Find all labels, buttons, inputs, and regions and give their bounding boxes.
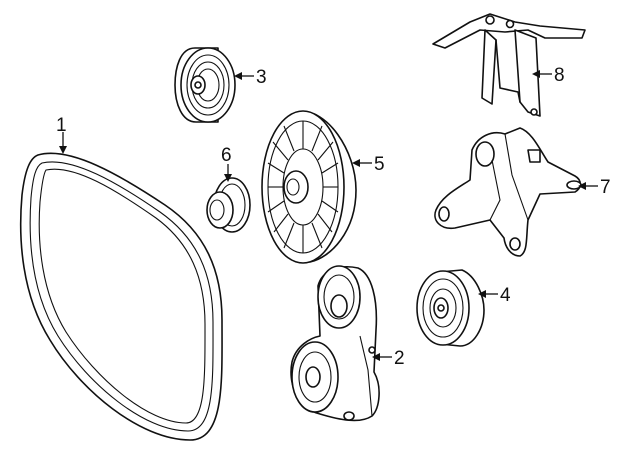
tensioner-bracket[interactable]: [434, 127, 582, 257]
idler-pulley-ribbed[interactable]: [416, 269, 485, 347]
pulley-cap[interactable]: [206, 177, 251, 233]
idler-pulley-small[interactable]: [174, 47, 236, 123]
callout-2: 2: [394, 348, 405, 369]
callout-8: 8: [554, 65, 565, 86]
callout-1: 1: [56, 115, 67, 136]
callout-7: 7: [600, 177, 611, 198]
large-pulley[interactable]: [261, 110, 357, 264]
callout-6: 6: [221, 145, 232, 166]
belt-tensioner[interactable]: [290, 265, 380, 422]
callout-5: 5: [374, 154, 385, 175]
serpentine-belt[interactable]: [19, 152, 223, 441]
callout-4: 4: [500, 285, 511, 306]
mounting-bracket[interactable]: [432, 13, 586, 117]
callout-3: 3: [256, 67, 267, 88]
